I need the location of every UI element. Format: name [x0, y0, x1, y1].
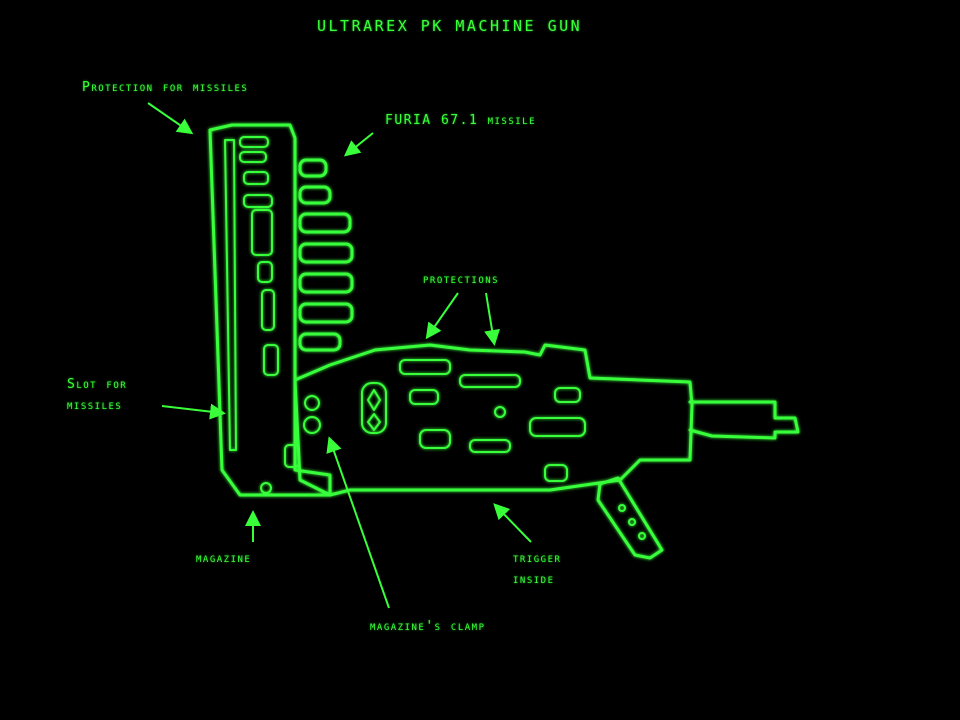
label-slot-for-missiles: Slot for missiles [67, 374, 127, 417]
label-protections: protections [423, 272, 500, 287]
arrow-clamp [326, 436, 390, 609]
label-magazines-clamp: magazine's clamp [370, 619, 486, 634]
label-trigger-line-1: trigger [513, 551, 562, 566]
missile-inner-details [239, 136, 279, 376]
label-trigger-line-2: inside [513, 572, 555, 588]
missile-rack [298, 158, 354, 352]
label-furia-missile: FURIA 67.1 missile [385, 113, 537, 128]
trigger-grip [596, 476, 664, 560]
arrow-protections-left [425, 292, 459, 340]
missile-slot-groove [224, 139, 237, 451]
barrel [688, 400, 800, 440]
grip-holes [618, 504, 646, 540]
arrow-slot [161, 403, 226, 420]
arrow-trigger [493, 503, 532, 543]
arrow-furia [343, 132, 374, 157]
receiver-details [260, 359, 586, 494]
missile-protection-housing [208, 123, 332, 497]
label-slot-line-2: missiles [67, 398, 123, 414]
label-trigger-inside: trigger inside [513, 548, 561, 591]
arrow-protections-right [484, 292, 500, 346]
label-slot-line-1: Slot for [67, 377, 128, 392]
annotation-arrows [147, 102, 532, 609]
label-protection-for-missiles: Protection for missiles [82, 80, 249, 95]
arrow-protection [147, 102, 194, 135]
receiver-body [293, 343, 694, 497]
label-magazine: magazine [196, 551, 252, 566]
diagram-title: ULTRAREX PK MACHINE GUN [317, 17, 583, 35]
